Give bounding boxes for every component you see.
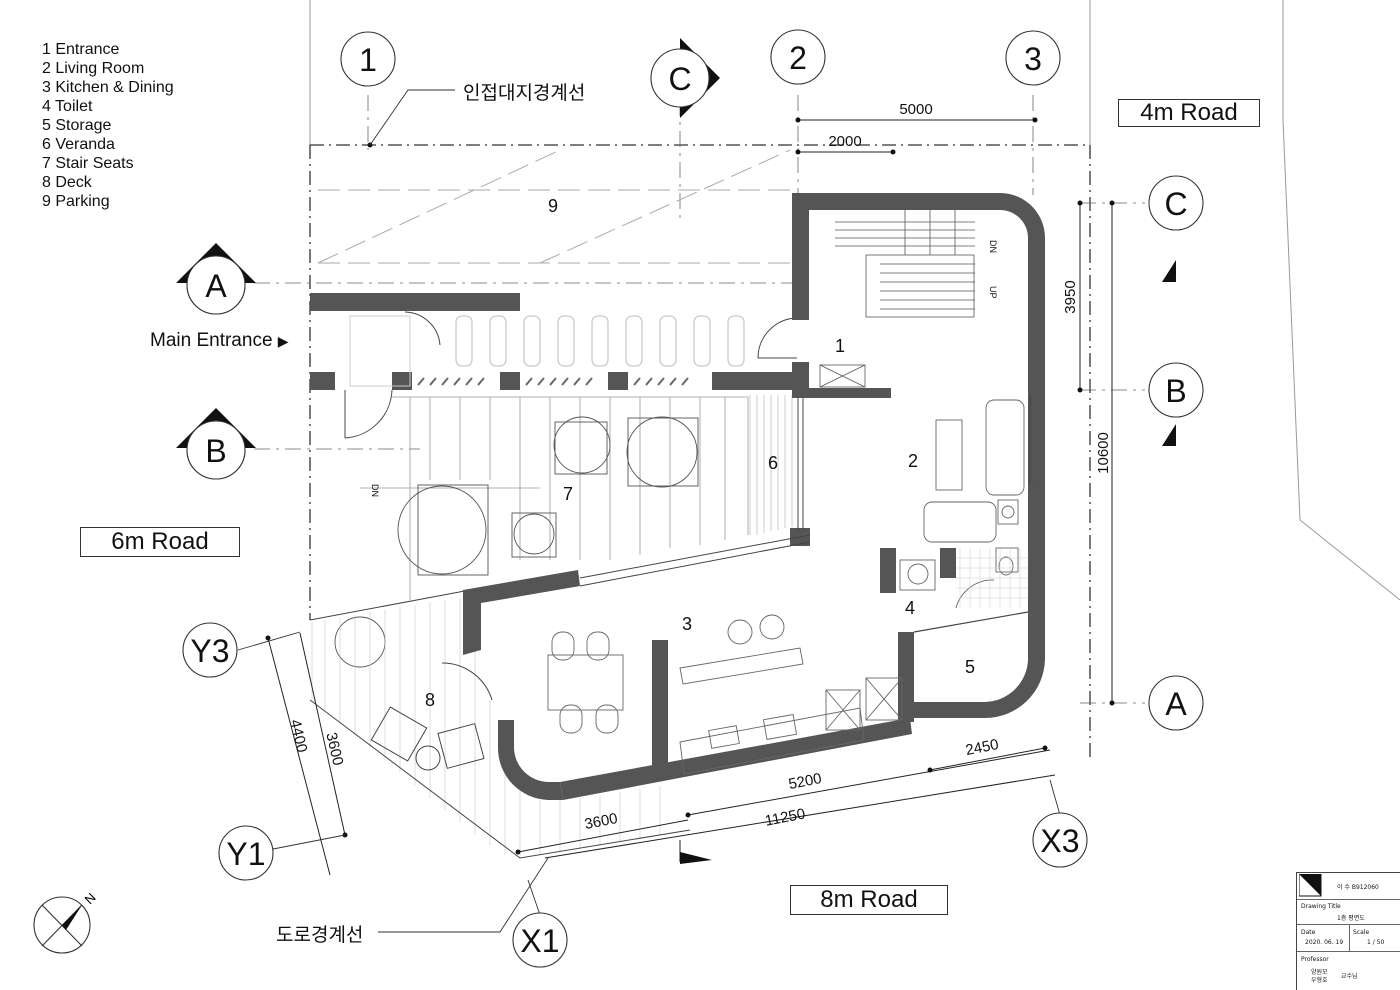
stair-label-dn: DN <box>988 240 998 253</box>
date-value: 2020. 06. 19 <box>1305 939 1344 946</box>
room-number-2: 2 <box>908 451 918 471</box>
legend-item: 8 Deck <box>42 174 92 191</box>
room-number-5: 5 <box>965 657 975 677</box>
grid-bubble-x1 <box>512 912 568 968</box>
dimension-10600: 10600 <box>1095 432 1112 474</box>
room-number-1: 1 <box>835 336 845 356</box>
grid-bubble-b <box>1148 362 1204 418</box>
legend-item: 3 Kitchen & Dining <box>42 79 174 96</box>
grid-bubble-c <box>1148 175 1204 231</box>
north-label: N <box>82 890 99 907</box>
legend-item: 4 Toilet <box>42 98 93 115</box>
grid-bubble-y1 <box>218 825 274 881</box>
room-number-4: 4 <box>905 598 915 618</box>
legend-item: 9 Parking <box>42 193 110 210</box>
professor-name-1: 양원모 <box>1311 969 1328 976</box>
dimension-2450: 2450 <box>964 736 1000 759</box>
section-label-a: A <box>205 268 227 304</box>
scale-value: 1 / 50 <box>1367 939 1385 946</box>
drawing-title-label: Drawing Title <box>1301 903 1341 910</box>
grid-bubble-y3 <box>182 622 238 678</box>
logo-icon <box>1299 874 1322 897</box>
legend-item: 1 Entrance <box>42 41 120 58</box>
grid-label-1: 1 <box>359 42 377 78</box>
main-entrance-label: Main Entrance ▶ <box>150 330 289 352</box>
professor-label: Professor <box>1301 956 1329 963</box>
dimension-3950: 3950 <box>1062 280 1079 313</box>
grid-label-y3: Y3 <box>190 633 229 669</box>
legend-item: 6 Veranda <box>42 136 115 153</box>
title-block: 이 수 B912060 Drawing Title 1층 평면도 Date 20… <box>1296 872 1400 990</box>
stair-seats-label-dn: DN <box>370 484 380 497</box>
main-entrance-text: Main Entrance <box>150 330 273 351</box>
legend-item: 2 Living Room <box>42 60 145 77</box>
grid-label-y1: Y1 <box>226 836 265 872</box>
legend-item: 5 Storage <box>42 117 112 134</box>
room-number-6: 6 <box>768 453 778 473</box>
road-6m-label: 6m Road <box>80 527 240 557</box>
legend: 1 Entrance 2 Living Room 3 Kitchen & Din… <box>42 40 174 211</box>
grid-bubble-3 <box>1005 30 1061 86</box>
scale-label: Scale <box>1353 929 1370 936</box>
dimension-11250: 11250 <box>764 805 807 829</box>
dimension-3600-bottom: 3600 <box>583 810 619 833</box>
grid-label-3: 3 <box>1024 41 1042 77</box>
dimension-4400: 4400 <box>286 718 310 754</box>
professor-name-2: 우형호 <box>1311 977 1328 984</box>
grid-label-x1: X1 <box>520 923 559 959</box>
road-boundary-label: 도로경계선 <box>276 924 364 946</box>
grid-label-a: A <box>1165 686 1187 722</box>
dimension-5000: 5000 <box>899 101 932 118</box>
north-arrow-icon: N <box>33 890 99 954</box>
grid-bubble-2 <box>770 29 826 85</box>
section-label-b: B <box>205 433 226 469</box>
grid-label-c: C <box>1164 186 1187 222</box>
grid-label-2: 2 <box>789 40 807 76</box>
room-number-9: 9 <box>548 196 558 216</box>
stair-label-up: UP <box>988 286 998 299</box>
legend-item: 7 Stair Seats <box>42 155 134 172</box>
grid-label-b: B <box>1165 373 1186 409</box>
dimension-2000: 2000 <box>828 133 861 150</box>
room-number-3: 3 <box>682 614 692 634</box>
grid-bubble-1 <box>340 31 396 87</box>
grid-bubble-a <box>1148 675 1204 731</box>
room-number-8: 8 <box>425 690 435 710</box>
dimension-3600-left: 3600 <box>322 731 346 767</box>
road-8m-label: 8m Road <box>790 885 948 915</box>
road-4m-label: 4m Road <box>1118 99 1260 127</box>
neighbor-boundary-label: 인접대지경계선 <box>463 82 586 104</box>
grid-bubble-x3 <box>1032 812 1088 868</box>
drawing-title: 1층 평면도 <box>1337 915 1365 922</box>
professor-suffix: 교수님 <box>1341 973 1358 980</box>
main-entrance-arrow-icon: ▶ <box>277 333 289 349</box>
dimension-5200: 5200 <box>787 770 823 793</box>
date-label: Date <box>1301 929 1316 936</box>
grid-label-x3: X3 <box>1040 823 1079 859</box>
room-number-7: 7 <box>563 484 573 504</box>
section-label-c: C <box>668 61 691 97</box>
student-id: 이 수 B912060 <box>1337 884 1379 891</box>
